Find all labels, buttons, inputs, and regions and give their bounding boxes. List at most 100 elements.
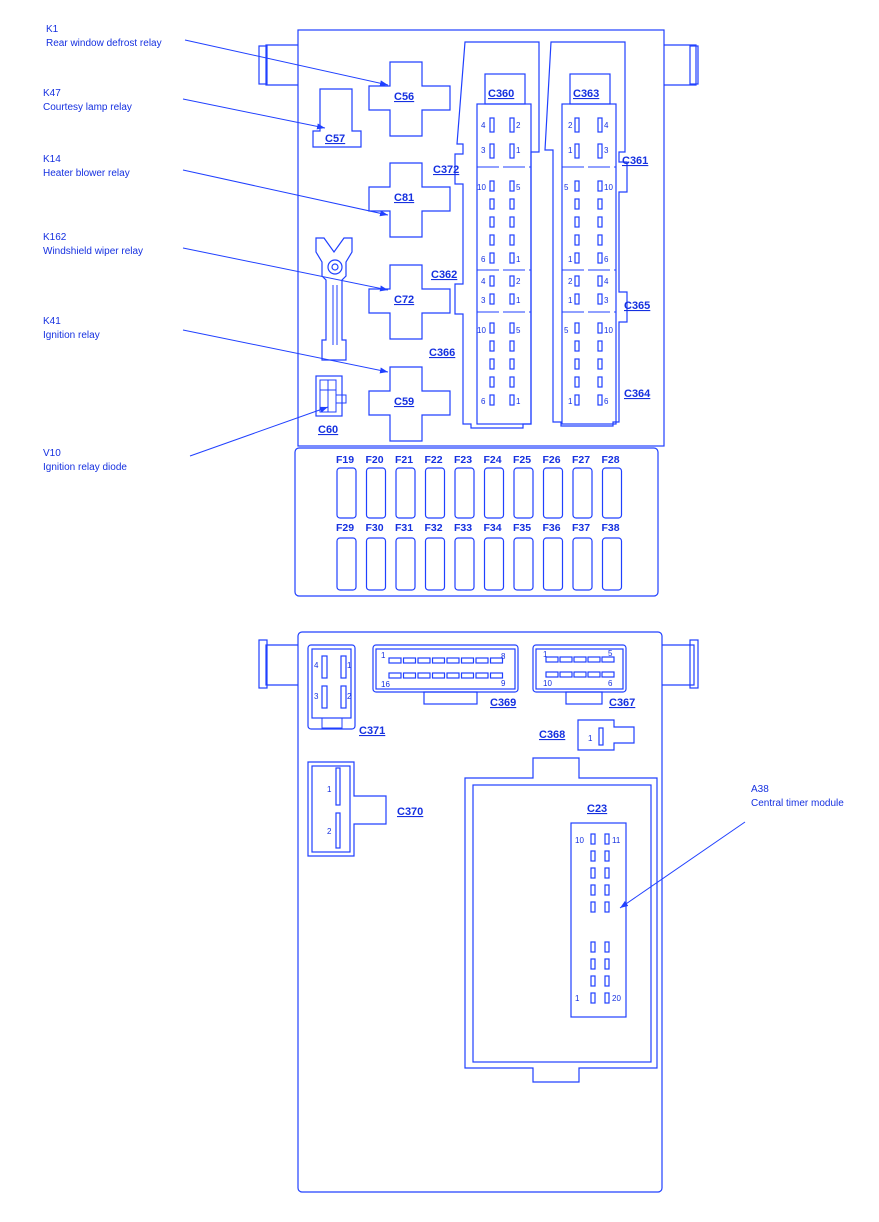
fuse-label: F24 <box>484 454 502 466</box>
fuse-slot[interactable] <box>424 467 446 519</box>
terminal-pin <box>509 143 515 159</box>
terminal-pin <box>604 992 610 1004</box>
terminal-pin <box>597 234 603 246</box>
svg-text:Courtesy lamp relay: Courtesy lamp relay <box>43 102 132 113</box>
fuse-slot[interactable] <box>365 467 387 519</box>
connector-c369[interactable] <box>372 644 519 705</box>
callout-k1: K1 Rear window defrost relay <box>46 24 162 49</box>
label-c362[interactable]: C362 <box>431 269 457 281</box>
fuse-slot[interactable] <box>395 537 416 591</box>
svg-text:Ignition relay: Ignition relay <box>43 330 100 341</box>
pin-label: 10 <box>477 183 486 192</box>
connector-housing-right <box>544 41 628 427</box>
terminal-pin <box>604 901 610 913</box>
pin-label: 5 <box>516 183 521 192</box>
label-c363[interactable]: C363 <box>573 88 599 100</box>
fuse-slot[interactable] <box>601 537 623 591</box>
svg-text:K47: K47 <box>43 88 61 99</box>
pin-label: 20 <box>612 994 621 1003</box>
callout-a38: A38 Central timer module <box>751 784 844 809</box>
label-c57: C57 <box>325 133 345 145</box>
terminal-pin <box>489 216 495 228</box>
fuse-slot[interactable] <box>454 537 475 591</box>
label-c366[interactable]: C366 <box>429 347 455 359</box>
fuse-slot[interactable] <box>424 537 446 591</box>
pin-label: 11 <box>612 836 621 845</box>
terminal-pin <box>509 293 515 305</box>
label-c370[interactable]: C370 <box>397 806 423 818</box>
pin-label: 6 <box>604 255 609 264</box>
terminal-pin <box>597 198 603 210</box>
terminal-pin <box>446 657 460 664</box>
fuse-slot[interactable] <box>542 537 564 591</box>
leader-lines <box>182 39 746 909</box>
label-c367[interactable]: C367 <box>609 697 635 709</box>
relay-c72[interactable] <box>368 264 451 340</box>
fuse-slot[interactable] <box>336 467 357 519</box>
terminal-pin <box>590 975 596 987</box>
svg-text:Windshield wiper relay: Windshield wiper relay <box>43 246 143 257</box>
fuse-label: F22 <box>425 454 443 466</box>
terminal-pin <box>574 293 580 305</box>
terminal-pin <box>597 293 603 305</box>
pin-label: 10 <box>543 679 552 688</box>
label-c369[interactable]: C369 <box>490 697 516 709</box>
pin-label: 1 <box>575 994 580 1003</box>
callout-v10: V10 Ignition relay diode <box>43 448 127 473</box>
connector-c370[interactable] <box>307 761 387 857</box>
fuse-slot[interactable] <box>365 537 387 591</box>
label-c371[interactable]: C371 <box>359 725 385 737</box>
fuse-slot[interactable] <box>572 467 593 519</box>
fuse-slot[interactable] <box>542 467 564 519</box>
pin-label: 3 <box>481 296 486 305</box>
upper-fuse-box <box>258 29 699 597</box>
fuse-slot[interactable] <box>483 467 505 519</box>
fuse-label: F23 <box>454 454 472 466</box>
svg-text:Rear window defrost relay: Rear window defrost relay <box>46 38 162 49</box>
relay-c57[interactable] <box>312 88 362 148</box>
fuse-slot[interactable] <box>572 537 593 591</box>
pin-label: 1 <box>381 651 386 660</box>
fuse-slot[interactable] <box>454 467 475 519</box>
label-c368[interactable]: C368 <box>539 729 565 741</box>
pin-label: 1 <box>347 661 352 670</box>
connector-c368[interactable] <box>577 719 635 751</box>
central-timer-module[interactable] <box>464 757 658 1083</box>
terminal-pin <box>489 340 495 352</box>
fuse-label: F29 <box>336 522 354 534</box>
terminal-pin <box>460 657 475 664</box>
fuse-slot[interactable] <box>601 467 623 519</box>
diode-c60[interactable] <box>315 375 347 417</box>
label-c23[interactable]: C23 <box>587 803 607 815</box>
terminal-pin <box>489 198 495 210</box>
terminal-pin <box>321 685 328 709</box>
fuse-puller <box>315 237 353 361</box>
label-c372[interactable]: C372 <box>433 164 459 176</box>
pin-label: 2 <box>516 277 521 286</box>
relay-c81[interactable] <box>368 162 451 238</box>
terminal-pin <box>604 850 610 862</box>
label-c360[interactable]: C360 <box>488 88 514 100</box>
label-c361[interactable]: C361 <box>622 155 648 167</box>
fuse-slot[interactable] <box>336 537 357 591</box>
label-c365[interactable]: C365 <box>624 300 650 312</box>
fuse-slot[interactable] <box>395 467 416 519</box>
fuse-slot[interactable] <box>483 537 505 591</box>
relay-c56[interactable] <box>368 61 451 137</box>
fuse-panel: F19F29F20F30F21F31F22F32F23F33F24F34F25F… <box>336 454 623 591</box>
fuse-label: F21 <box>395 454 413 466</box>
connector-c371[interactable] <box>307 644 356 730</box>
relay-c59[interactable] <box>368 366 451 442</box>
fuse-slot[interactable] <box>513 467 534 519</box>
pin-label: 1 <box>516 397 521 406</box>
terminal-pin <box>489 322 495 334</box>
terminal-pin <box>340 655 347 679</box>
terminal-pin <box>601 671 615 678</box>
connector-c367[interactable] <box>532 644 627 705</box>
pin-label: 16 <box>381 680 390 689</box>
terminal-pin <box>601 656 615 663</box>
label-c364[interactable]: C364 <box>624 388 651 400</box>
fuse-slot[interactable] <box>513 537 534 591</box>
pin-label: 10 <box>477 326 486 335</box>
